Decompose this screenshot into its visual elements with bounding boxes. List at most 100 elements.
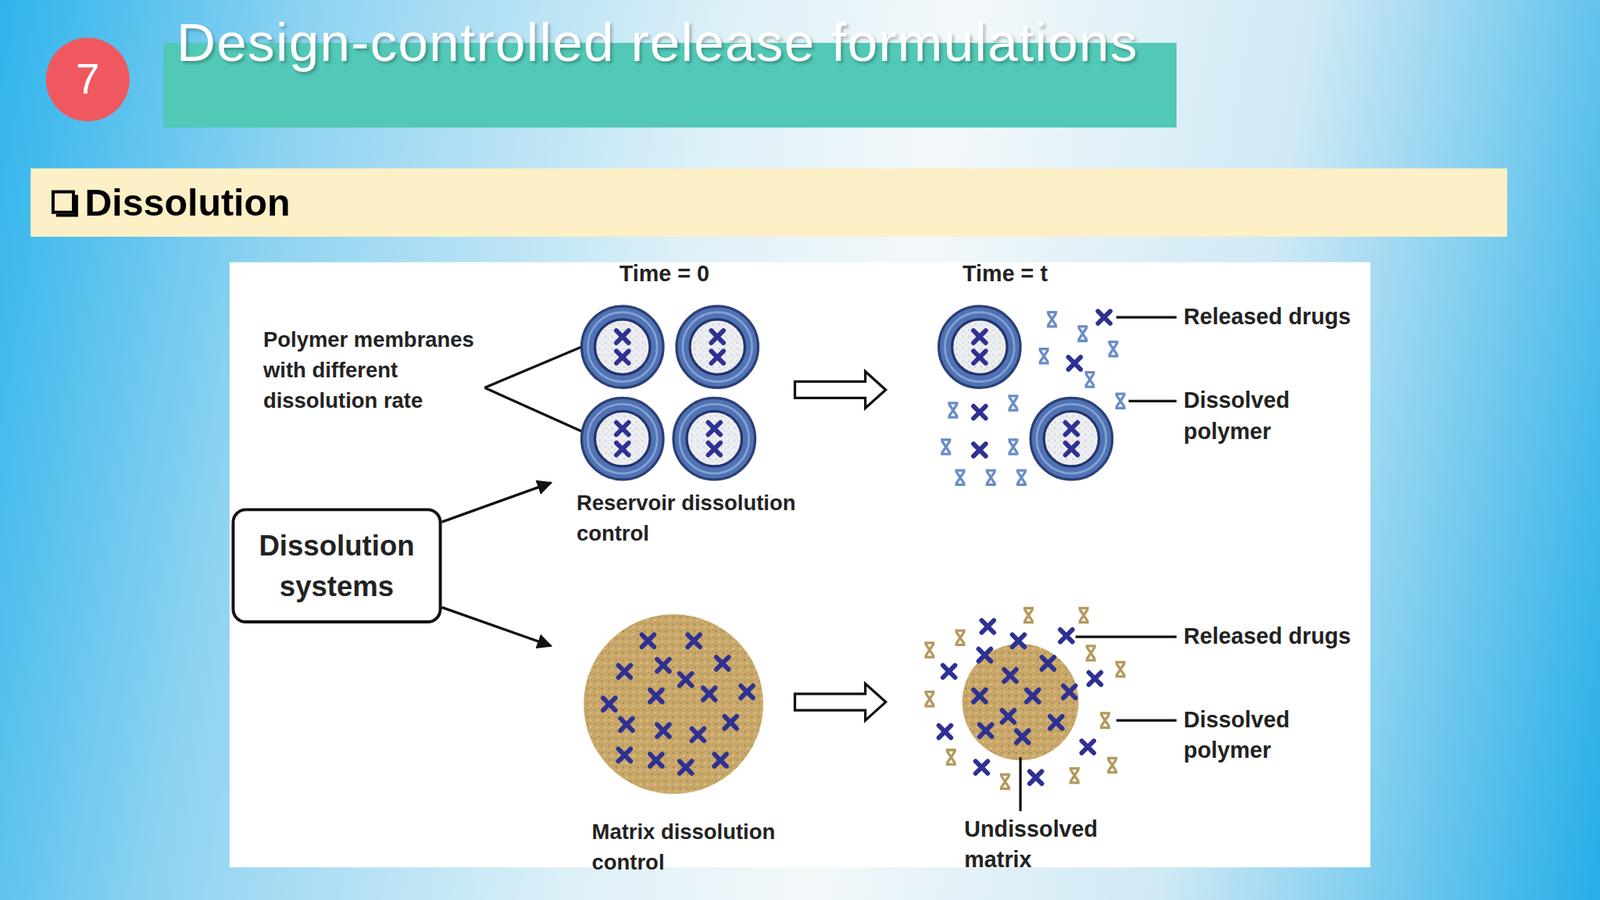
process-box: Dissolution systems (231, 507, 442, 624)
callout-label: Released drugs (1183, 621, 1351, 652)
drug-mark (1002, 710, 1015, 723)
circle-shape (46, 37, 130, 122)
drug-mark (979, 724, 993, 737)
reservoir-group: Reservoir dissolution control (550, 297, 847, 558)
drug-mark (620, 718, 633, 732)
figure-panel (229, 262, 1371, 868)
drug-mark (692, 728, 705, 742)
drug-mark (740, 685, 754, 699)
node-text: Matrix dissolution control (592, 816, 843, 878)
drug-mark (1029, 771, 1043, 784)
polymer-mark (1115, 393, 1126, 408)
drug-mark (724, 716, 737, 729)
drug-mark (642, 634, 655, 647)
section-number: 7 (44, 36, 131, 123)
drug-mark (1016, 730, 1029, 743)
drug-mark (1050, 716, 1063, 729)
drug-mark (687, 634, 700, 647)
drug-mark (978, 649, 992, 662)
node-text: 7 (44, 36, 131, 123)
drug-mark (981, 620, 994, 633)
undissolved-matrix (962, 643, 1079, 761)
polymer-mark (947, 403, 958, 418)
process-arrow (794, 683, 886, 721)
drug-mark (942, 665, 956, 679)
polymer-mark (1007, 396, 1018, 411)
drug-mark (1060, 629, 1073, 643)
drug-mark (973, 689, 986, 703)
polymer-mark (940, 439, 951, 454)
polymer-mark (946, 750, 957, 765)
polymer-mark (1107, 757, 1118, 772)
reservoir-capsule (676, 306, 758, 388)
polymer-mark (1100, 713, 1111, 728)
polymer-mark (1039, 349, 1050, 364)
reservoir-capsule (673, 397, 755, 479)
time-heading: Time = t (923, 259, 1087, 290)
circle-outline (44, 36, 131, 123)
drug-mark (1081, 740, 1094, 754)
matrix-group: Matrix dissolution control (550, 607, 847, 875)
polymer-mark (985, 470, 997, 485)
polymer-mark (1084, 372, 1095, 387)
polymer-mark (1085, 646, 1097, 661)
drug-mark (657, 724, 670, 737)
reservoir-capsule (581, 397, 663, 479)
drug-mark (716, 657, 729, 670)
polymer-mark (955, 630, 966, 645)
drug-mark (1042, 657, 1055, 670)
drug-mark (975, 760, 989, 774)
drug-mark (679, 673, 693, 686)
leader-line (484, 346, 587, 434)
drug-mark (1003, 669, 1017, 683)
leader-line (1116, 317, 1177, 401)
drug-mark (1012, 634, 1025, 647)
polymer-mark (1000, 774, 1011, 789)
time-heading: Time = 0 (582, 259, 747, 290)
connector-arrow (442, 607, 552, 646)
node-text: Reservoir dissolution control (576, 487, 844, 549)
node-text: Dissolution (84, 168, 290, 238)
matrix-tablet (583, 614, 764, 794)
polymer-mark (1077, 326, 1088, 341)
drug-mark (657, 659, 670, 672)
drug-mark (973, 406, 986, 419)
drug-mark (973, 443, 986, 457)
slide-title: Design-controlled release formulations (176, 7, 1157, 78)
drug-mark (703, 687, 716, 700)
callout-label: Released drugs (1183, 302, 1351, 333)
drug-mark (650, 753, 663, 767)
reservoir-capsule (581, 306, 663, 388)
drug-mark (603, 697, 616, 711)
drug-mark (939, 725, 952, 739)
section-band: Dissolution (30, 168, 1508, 238)
polymer-mark (924, 642, 935, 658)
drug-mark (618, 749, 632, 762)
polymer-mark (924, 692, 935, 707)
drug-mark (1097, 310, 1111, 324)
polymer-mark (1016, 470, 1027, 485)
leader-line (1020, 636, 1177, 811)
drug-mark (714, 753, 727, 767)
drug-mark (650, 689, 663, 703)
membrane-callout: Polymer membranes with different dissolu… (263, 324, 504, 417)
callout-label: Dissolved polymer (1183, 385, 1337, 447)
polymer-mark (1046, 312, 1058, 327)
callout-label: Dissolved polymer (1183, 705, 1337, 767)
connector-arrow (442, 482, 552, 522)
node-text: Dissolution systems (234, 525, 439, 608)
reservoir-capsule (939, 306, 1021, 388)
drug-mark (679, 760, 693, 774)
polymer-mark (955, 470, 966, 485)
bullet-box (53, 192, 74, 213)
polymer-mark (1107, 342, 1118, 357)
drug-mark (1089, 672, 1102, 686)
drug-mark (1026, 689, 1040, 703)
drug-mark (618, 665, 632, 679)
polymer-mark (1069, 768, 1080, 783)
polymer-mark (1023, 607, 1034, 622)
